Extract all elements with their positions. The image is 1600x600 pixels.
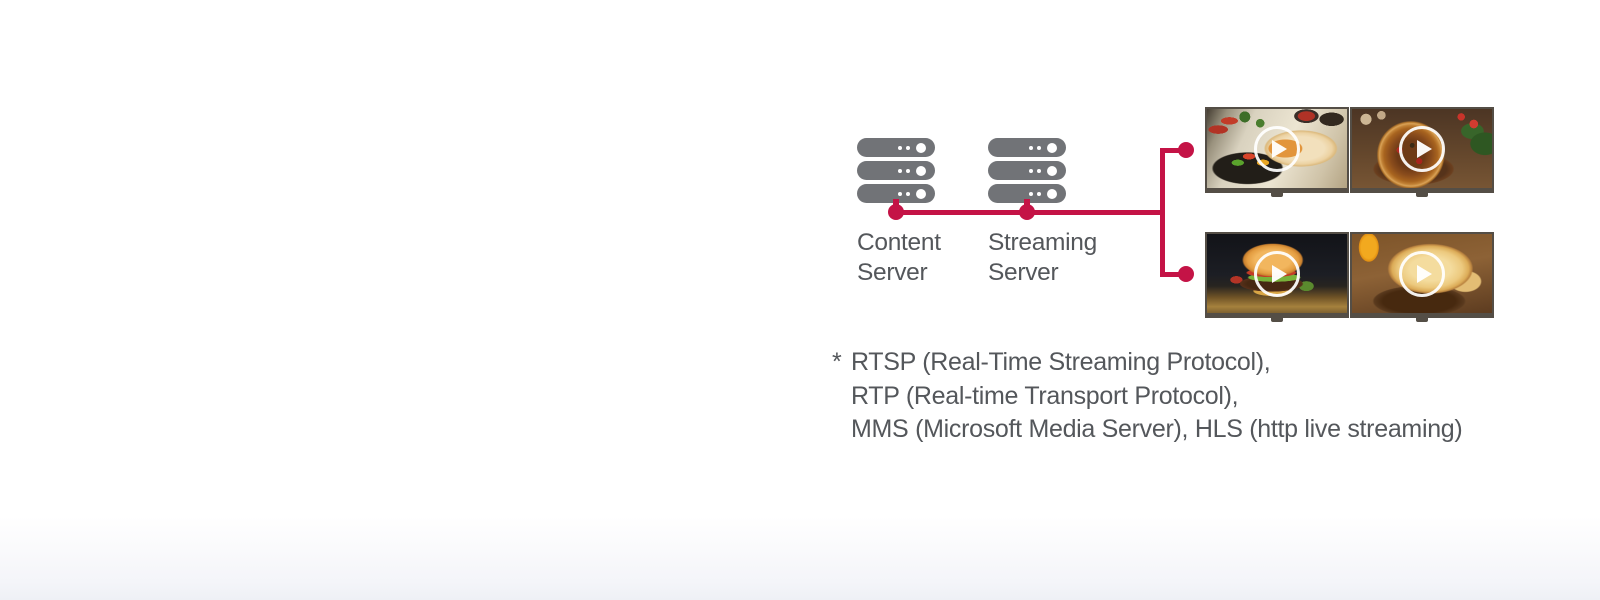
server-led-icon [906, 168, 910, 173]
play-icon [1254, 125, 1300, 172]
streaming-server-label: Streaming Server [988, 228, 1097, 287]
display-burger-video [1205, 232, 1349, 318]
server-led-icon [1037, 145, 1041, 150]
server-led-icon [898, 145, 902, 150]
content-server-label-line1: Content [857, 229, 941, 256]
server-led-icon [1037, 168, 1041, 173]
server-led-icon [906, 145, 910, 150]
server-led-icon [1029, 168, 1033, 173]
server-unit-icon [857, 161, 935, 180]
display-pizza-video [1350, 107, 1494, 193]
footnote-line-mms-hls: MMS (Microsoft Media Server), HLS (http … [851, 415, 1463, 443]
connector-node-content [888, 204, 904, 220]
content-server-icon [857, 138, 935, 207]
server-led-icon [1029, 191, 1033, 196]
server-unit-icon [857, 184, 935, 203]
footnote-asterisk: * [832, 348, 842, 376]
server-unit-icon [988, 184, 1066, 203]
display-grilled-sandwich-video [1350, 232, 1494, 318]
server-power-icon [1047, 165, 1057, 176]
footnote-lines: RTSP (Real-Time Streaming Protocol), RTP… [851, 346, 1463, 447]
footnote-line-rtp: RTP (Real-time Transport Protocol), [851, 381, 1239, 410]
server-led-icon [898, 168, 902, 173]
server-unit-icon [988, 138, 1066, 157]
server-led-icon [1029, 145, 1033, 150]
server-led-icon [898, 191, 902, 196]
server-power-icon [1047, 142, 1057, 153]
play-icon [1254, 250, 1300, 297]
streaming-server-icon [988, 138, 1066, 207]
server-power-icon [916, 142, 926, 153]
streaming-server-label-line2: Server [988, 258, 1059, 286]
content-server-label: Content Server [857, 228, 941, 287]
server-power-icon [1047, 188, 1057, 199]
connector-branch-vertical [1160, 148, 1165, 277]
server-power-icon [916, 165, 926, 176]
play-icon [1399, 250, 1445, 297]
connector-node-top-displays [1178, 142, 1194, 158]
connector-node-streaming [1019, 204, 1035, 220]
display-fajita-wrap-video [1205, 107, 1349, 193]
protocol-footnote: * RTSP (Real-Time Streaming Protocol), R… [832, 346, 1463, 447]
server-unit-icon [988, 161, 1066, 180]
server-led-icon [906, 191, 910, 196]
content-server-label-line2: Server [857, 258, 928, 286]
streaming-server-label-line1: Streaming [988, 229, 1097, 256]
footnote-line-rtsp: RTSP (Real-Time Streaming Protocol), [851, 348, 1271, 376]
server-led-icon [1037, 191, 1041, 196]
server-unit-icon [857, 138, 935, 157]
server-power-icon [916, 188, 926, 199]
connector-node-bottom-displays [1178, 266, 1194, 282]
connector-branch-top [1160, 148, 1183, 153]
connector-branch-bottom [1160, 272, 1183, 277]
play-icon [1399, 125, 1445, 172]
